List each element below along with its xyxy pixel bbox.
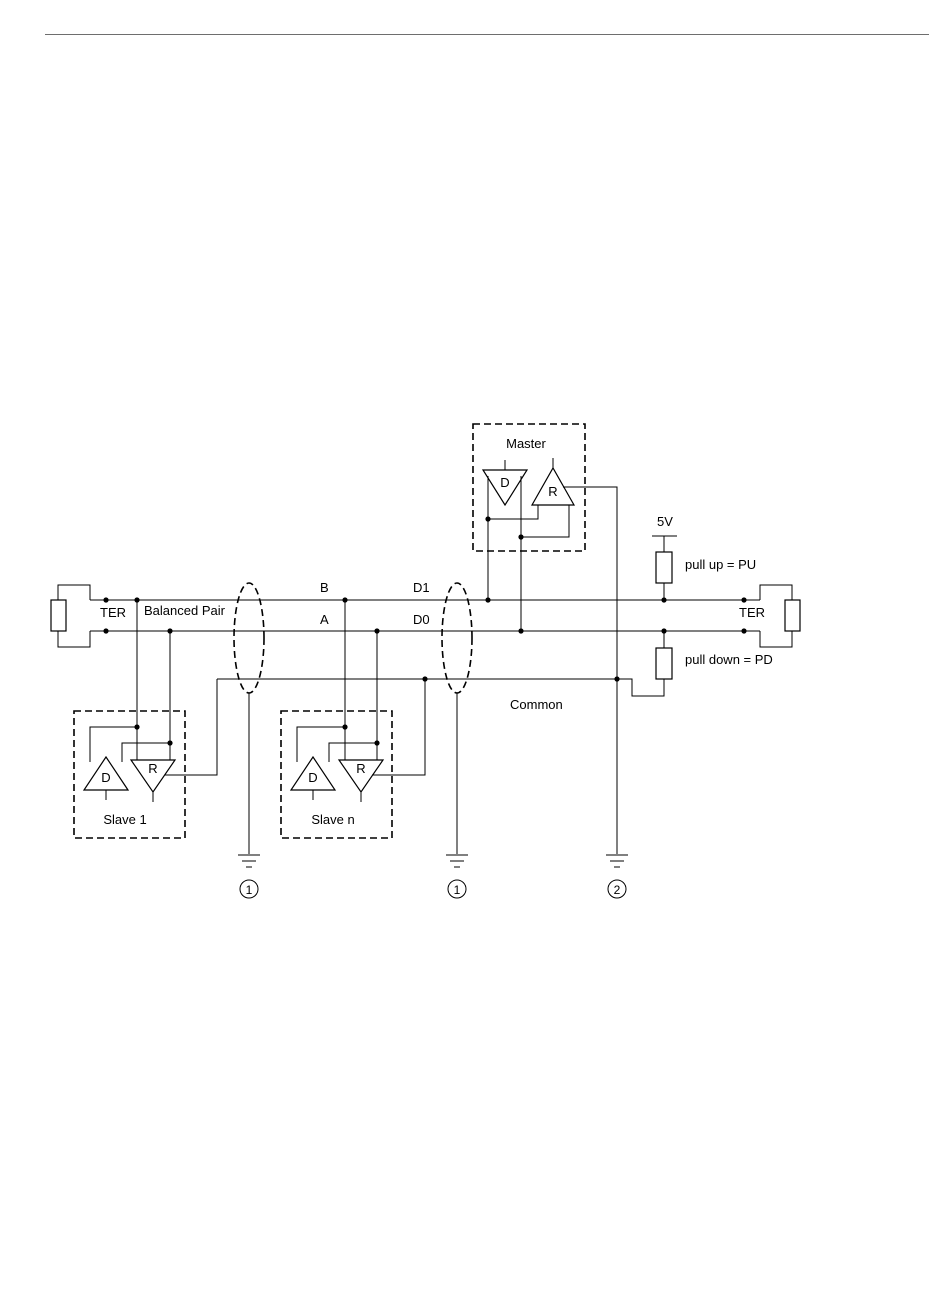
slave-1-driver-label: D (101, 770, 110, 785)
common-label: Common (510, 697, 563, 712)
d0-label: D0 (413, 612, 430, 627)
pull-down-label: pull down = PD (685, 652, 773, 667)
master-driver-label: D (500, 475, 509, 490)
right-terminator-resistor (785, 600, 800, 631)
pull-up-label: pull up = PU (685, 557, 756, 572)
line-b-label: B (320, 580, 329, 595)
ground-ref-2: 2 (614, 883, 621, 897)
supply-5v-label: 5V (657, 514, 673, 529)
master-label: Master (506, 436, 546, 451)
bias-resistors (617, 536, 677, 696)
slave-n-label: Slave n (311, 812, 354, 827)
balanced-pair-label: Balanced Pair (144, 603, 226, 618)
slave-n-driver-label: D (308, 770, 317, 785)
ground-symbols (238, 855, 628, 898)
line-a-label: A (320, 612, 329, 627)
ground-ref-1-right: 1 (454, 883, 461, 897)
pull-down-resistor (656, 648, 672, 679)
master-node (473, 424, 620, 854)
slave-1-node (74, 597, 217, 838)
slave-1-label: Slave 1 (103, 812, 146, 827)
slave-1-receiver-label: R (148, 761, 157, 776)
slave-n-node (281, 597, 428, 838)
master-receiver-label: R (548, 484, 557, 499)
ter-right-label: TER (739, 605, 765, 620)
ground-ref-1-left: 1 (246, 883, 253, 897)
pull-up-resistor (656, 552, 672, 583)
left-terminator-resistor (51, 600, 66, 631)
d1-label: D1 (413, 580, 430, 595)
slave-n-receiver-label: R (356, 761, 365, 776)
ter-left-label: TER (100, 605, 126, 620)
